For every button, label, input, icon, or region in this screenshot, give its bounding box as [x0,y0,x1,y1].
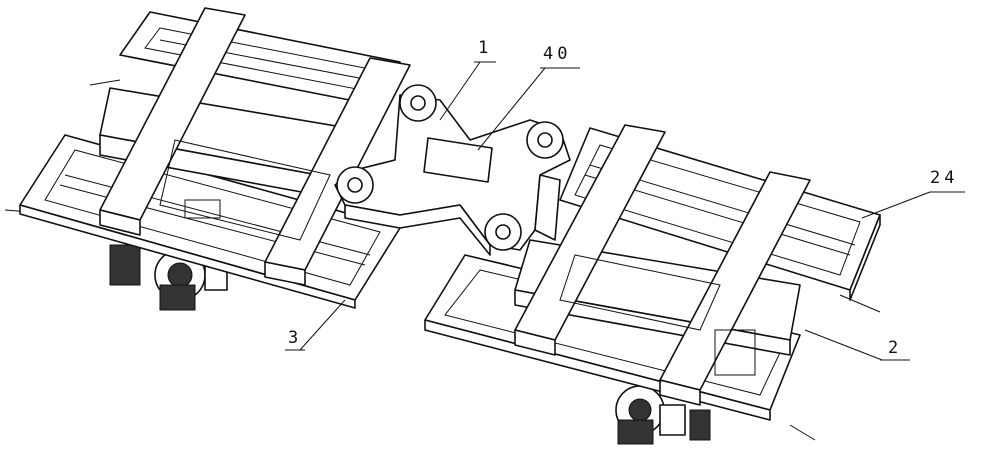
label-3: 3 [288,330,302,347]
label-1: 1 [478,40,492,57]
label-40: 40 [543,46,571,63]
pin-hole [411,96,425,110]
label-24: 24 [930,170,958,187]
label-2: 2 [888,340,902,357]
pin-hole [496,225,510,239]
pin-hole [538,133,552,147]
left-bogie [20,8,410,310]
pin-hole [348,178,362,192]
